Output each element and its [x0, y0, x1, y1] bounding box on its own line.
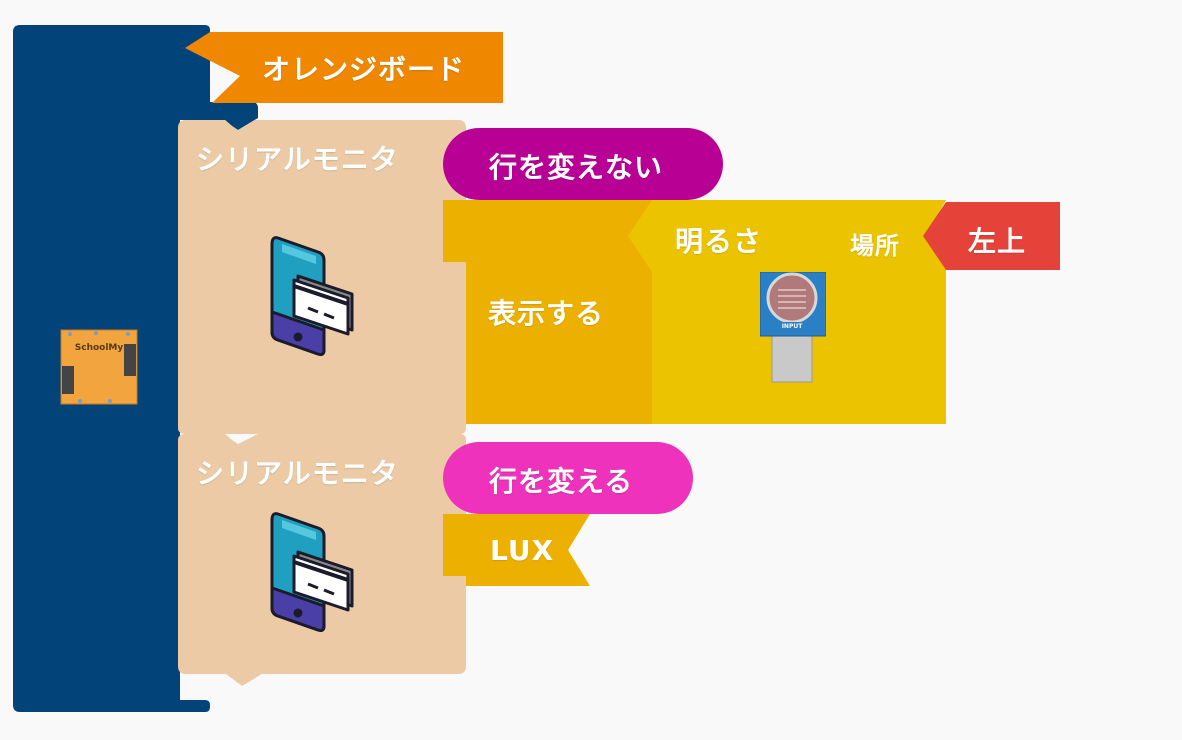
- phone-card-icon: [268, 230, 360, 362]
- light-sensor-icon: INPUT: [759, 271, 827, 384]
- phone-card-icon: [268, 506, 360, 638]
- display-block-label: 表示する: [488, 297, 605, 330]
- newline-option-pill-2[interactable]: 行を変える: [443, 442, 693, 514]
- sensor-block-label[interactable]: 明るさ: [675, 225, 763, 258]
- board-block-body: [13, 25, 258, 712]
- schoolmy-board-icon: SchoolMy: [60, 328, 138, 406]
- board-name-label: オレンジボード: [262, 53, 466, 86]
- sensor-position-label: 場所: [850, 232, 900, 260]
- sensor-icon-text: INPUT: [782, 323, 804, 330]
- newline-option-label-1: 行を変えない: [489, 151, 664, 184]
- newline-option-pill-1[interactable]: 行を変えない: [443, 128, 723, 200]
- board-icon-text: SchoolMy: [75, 343, 124, 353]
- lux-block-label: LUX: [490, 534, 555, 567]
- newline-option-label-2: 行を変える: [489, 465, 634, 498]
- serial-block-1-label: シリアルモニタ: [196, 143, 399, 176]
- position-value-label[interactable]: 左上: [968, 225, 1027, 258]
- serial-block-2-label: シリアルモニタ: [196, 457, 399, 490]
